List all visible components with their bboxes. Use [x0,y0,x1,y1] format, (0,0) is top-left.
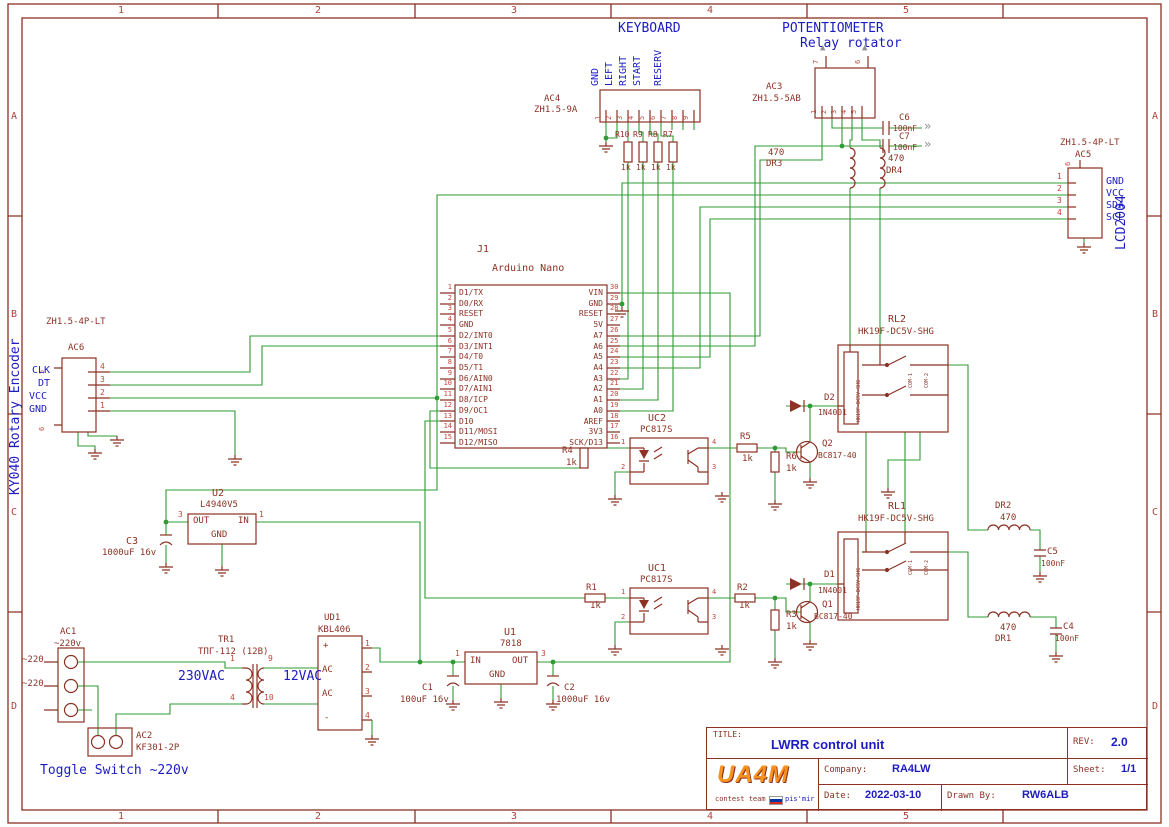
inductor-dr4 [879,147,886,189]
inductor-dr2 [987,524,1031,531]
capacitor-c2 [546,675,560,687]
connector-ac5 [1067,160,1103,239]
optocoupler-uc2 [629,437,709,485]
sheet-title: LWRR control unit [771,737,885,752]
title-block-divider [707,758,1148,759]
wires-top [165,118,1085,522]
connector-ac2 [87,727,133,757]
junction-dots [163,135,845,665]
transistor-q1 [795,600,819,624]
bridge-ud1 [317,635,372,731]
regulator-u2 [187,513,257,545]
connector-j1-arduino [440,284,620,449]
ua4m-logo: UA4M [717,761,790,788]
title-block-divider [818,758,819,811]
title-block: TITLE: LWRR control unit REV: 2.0 Compan… [706,727,1148,811]
drawn-by-value: RW6ALB [1022,789,1069,801]
connector-ac4 [599,89,701,123]
driver-resistors [579,443,780,631]
sheet-label: Sheet: [1073,765,1106,775]
resistor-r4-body [579,447,589,469]
date-value: 2022-03-10 [865,789,922,801]
relay-rl1 [837,531,949,621]
capacitor-c3 [159,534,173,546]
wires-middle [77,335,1057,658]
diode-d1 [790,578,805,590]
capacitor-c6-c7-plates [882,121,890,153]
resistor-r1-body [584,593,606,603]
logo-subtitle-2: pis'mir [785,795,815,803]
flag-icon [769,796,783,805]
resistor-r2-body [734,593,756,603]
date-label: Date: [824,791,852,801]
title-label: TITLE: [713,730,742,739]
resistor-r9-body [638,141,648,163]
resistor-r7-body [668,141,678,163]
connector-ac6 [54,357,110,433]
title-block-divider [941,784,942,811]
connector-ac3 [814,56,876,119]
resistor-r5-body [736,443,758,453]
rev-value: 2.0 [1111,735,1128,749]
company-label: Company: [824,765,868,775]
diode-d2 [790,400,805,412]
keyboard-resistors [623,141,678,163]
resistor-r6-body [770,451,780,473]
transformer-tr1 [242,664,265,708]
capacitor-c5 [1034,549,1046,557]
ground-symbols [87,141,1092,746]
logo-subtitle: contest team [715,795,766,803]
wires-power [78,292,731,735]
wires [77,118,1085,735]
resistor-r3-body [770,609,780,631]
regulator-u1 [464,651,538,685]
drawn-by-label: Drawn By: [947,791,996,801]
company-value: RA4LW [892,763,931,775]
inductor-dr3 [849,147,856,189]
capacitor-c1 [446,675,460,687]
title-block-divider [1067,728,1068,784]
transistor-q2 [795,440,819,464]
resistor-r10-body [623,141,633,163]
sheet-value: 1/1 [1121,763,1137,775]
title-block-divider [818,784,1148,785]
inductor-dr1 [987,611,1031,618]
optocoupler-uc1 [629,587,709,635]
connector-ac1 [44,647,85,723]
sheet-frame [7,3,1162,824]
rev-label: REV: [1073,737,1095,747]
resistor-r8-body [653,141,663,163]
capacitor-c4 [1050,627,1062,635]
relay-rl2 [837,344,949,433]
